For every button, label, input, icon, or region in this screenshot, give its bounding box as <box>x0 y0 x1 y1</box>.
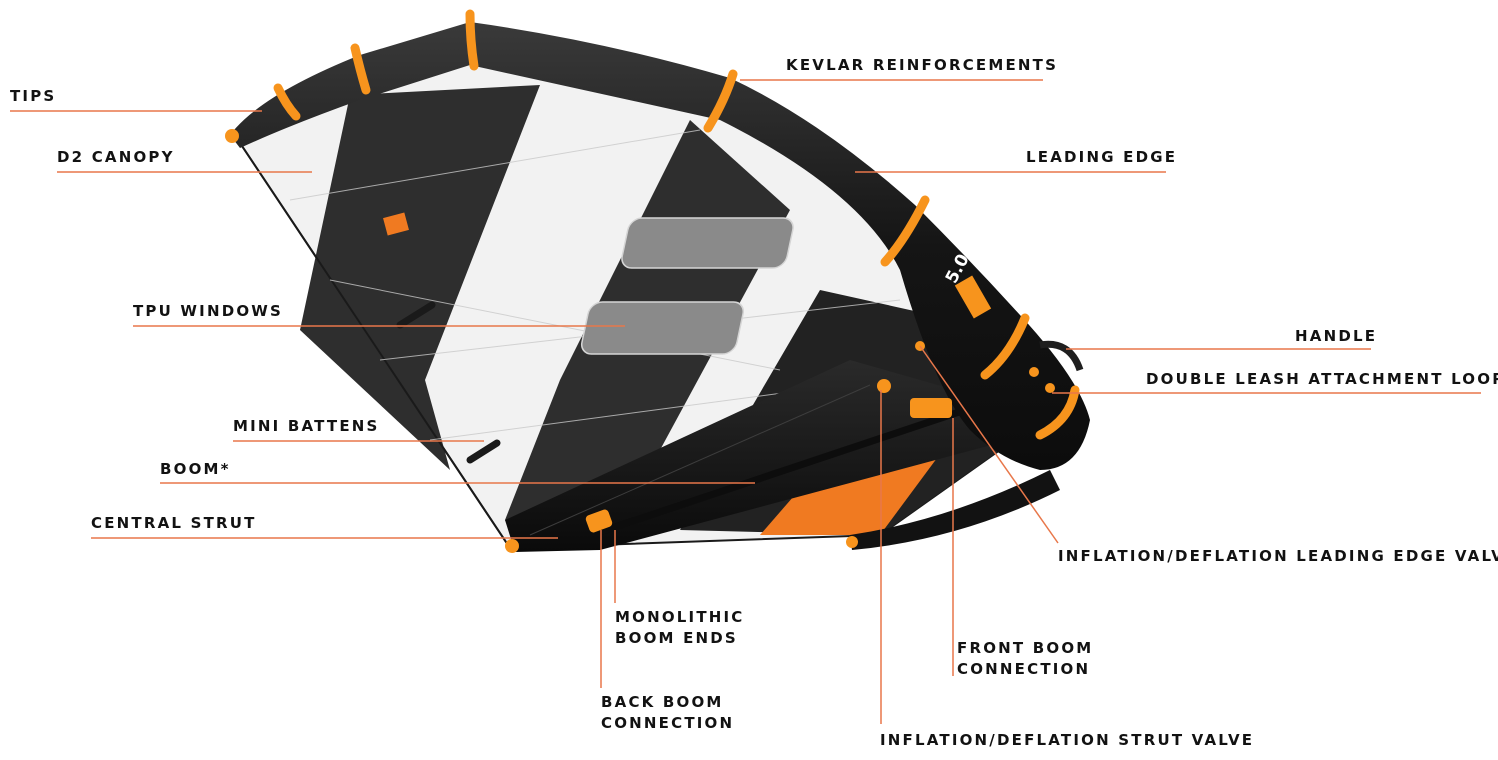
strut-end-cap <box>505 539 519 553</box>
leash-loop-2 <box>1045 383 1055 393</box>
label-back-boom-line-1: BACK BOOM <box>601 693 724 711</box>
tip-right <box>850 470 1060 550</box>
kevlar-ring-6 <box>980 313 1030 380</box>
label-mini-battens: MINI BATTENS <box>233 417 380 435</box>
label-boom: BOOM* <box>160 460 231 478</box>
tip-cap-right <box>846 536 858 548</box>
label-kevlar-reinforcements: KEVLAR REINFORCEMENTS <box>786 56 1059 74</box>
kevlar-ring-3 <box>465 9 479 71</box>
canopy-dark-panel-1 <box>300 85 540 470</box>
central-strut <box>505 360 1010 552</box>
back-boom-connector <box>585 509 613 533</box>
mini-batten-1 <box>396 301 436 329</box>
leash-loop-1 <box>1029 367 1039 377</box>
label-monolithic-line-2: BOOM ENDS <box>615 629 738 647</box>
front-boom-connector <box>910 398 952 418</box>
kevlar-ring-1 <box>273 83 301 121</box>
kevlar-ring-2 <box>350 43 371 95</box>
label-tips: TIPS <box>10 87 57 105</box>
label-back-boom-connection: BACK BOOM CONNECTION <box>601 692 734 734</box>
tpu-window-2 <box>580 301 745 355</box>
label-monolithic-line-1: MONOLITHIC <box>615 608 745 626</box>
callout-line-le-valve <box>919 345 1059 544</box>
label-le-valve: INFLATION/DEFLATION LEADING EDGE VALVE <box>1058 547 1498 565</box>
label-back-boom-line-2: CONNECTION <box>601 714 735 732</box>
label-d2-canopy: D2 CANOPY <box>57 148 175 166</box>
label-front-boom-line-2: CONNECTION <box>957 660 1091 678</box>
callout-lines <box>10 79 1481 724</box>
boom-rod <box>598 406 967 536</box>
kevlar-ring-4 <box>703 69 738 133</box>
tpu-window-1 <box>621 217 794 269</box>
label-front-boom-line-1: FRONT BOOM <box>957 639 1094 657</box>
size-print-patch <box>954 275 992 319</box>
leading-edge-tube <box>230 22 1090 470</box>
tip-cap-left <box>225 129 239 143</box>
handle <box>1039 340 1084 372</box>
kevlar-ring-7 <box>1035 385 1080 440</box>
label-double-leash-loop: DOUBLE LEASH ATTACHMENT LOOP <box>1146 370 1498 388</box>
brand-logo-patch <box>383 212 409 236</box>
label-monolithic-boom-ends: MONOLITHIC BOOM ENDS <box>615 607 745 649</box>
label-tpu-windows: TPU WINDOWS <box>133 302 284 320</box>
label-strut-valve: INFLATION/DEFLATION STRUT VALVE <box>880 731 1255 749</box>
strut-valve <box>877 379 891 393</box>
label-handle: HANDLE <box>1295 327 1378 345</box>
label-front-boom-connection: FRONT BOOM CONNECTION <box>957 638 1093 680</box>
kevlar-ring-5 <box>880 195 930 267</box>
label-leading-edge: LEADING EDGE <box>1026 148 1178 166</box>
label-central-strut: CENTRAL STRUT <box>91 514 257 532</box>
mini-batten-2 <box>466 439 501 464</box>
